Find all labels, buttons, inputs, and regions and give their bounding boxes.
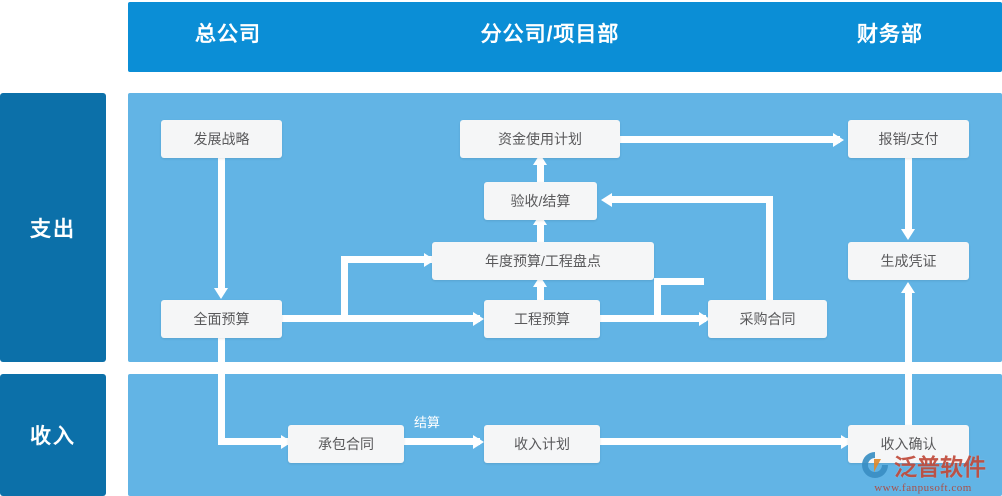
watermark-url: www.fanpusoft.com bbox=[874, 482, 972, 494]
connector-niandu-yanshou bbox=[537, 220, 544, 242]
arrowhead-quanmian-niandu bbox=[424, 253, 435, 267]
connector-chengbao-shouru bbox=[404, 438, 480, 445]
watermark-brand: 泛普软件 bbox=[894, 455, 986, 481]
edge-label-jiesuan: 结算 bbox=[414, 415, 441, 430]
node-shengcheng-pingzheng[interactable]: 生成凭证 bbox=[848, 242, 969, 280]
arrowhead-baoxiao-shengcheng bbox=[901, 229, 915, 240]
node-yanshou-jiesuan[interactable]: 验收/结算 bbox=[484, 182, 597, 220]
arrowhead-gongcheng-caigou bbox=[699, 312, 710, 326]
connector-shouru-queren bbox=[600, 438, 848, 445]
node-baoxiao-zhifu[interactable]: 报销/支付 bbox=[848, 120, 969, 158]
arrowhead-caigou-yanshou bbox=[601, 193, 612, 207]
connector-quanmian-chengbao-vertical bbox=[218, 338, 225, 445]
node-shouru-jihua[interactable]: 收入计划 bbox=[484, 425, 600, 463]
connector-caigou-yanshou-horizontal bbox=[610, 196, 773, 203]
node-fazhan-zhanlue[interactable]: 发展战略 bbox=[161, 120, 282, 158]
connector-queren-shengcheng bbox=[905, 288, 912, 428]
node-niandu-yusuan-gongcheng-pandian[interactable]: 年度预算/工程盘点 bbox=[432, 242, 654, 280]
arrowhead-quanmian-chengbao bbox=[281, 435, 292, 449]
connector-quanmian-gongcheng bbox=[282, 315, 480, 322]
node-gongcheng-yusuan[interactable]: 工程预算 bbox=[484, 300, 600, 338]
arrowhead-chengbao-shouru bbox=[473, 435, 484, 449]
node-quanmian-yusuan[interactable]: 全面预算 bbox=[161, 300, 282, 338]
fanpu-logo-icon bbox=[862, 452, 888, 478]
connector-quanmian-niandu-vertical bbox=[341, 256, 348, 319]
connector-niandu-caigou-horizontal bbox=[654, 278, 704, 285]
arrowhead-shouru-queren bbox=[841, 435, 852, 449]
connector-quanmian-chengbao-horizontal bbox=[218, 438, 288, 445]
connector-gongcheng-niandu bbox=[537, 282, 544, 302]
node-caigou-hetong[interactable]: 采购合同 bbox=[708, 300, 827, 338]
watermark: 泛普软件 www.fanpusoft.com bbox=[848, 440, 998, 494]
row-label-income: 收入 bbox=[0, 374, 106, 496]
arrowhead-fazhan-quanmian bbox=[214, 288, 228, 299]
connector-quanmian-niandu-horizontal bbox=[341, 256, 433, 263]
arrowhead-gongcheng-niandu bbox=[533, 276, 547, 287]
connector-yanshou-zijin bbox=[537, 160, 544, 182]
connector-fazhan-quanmian bbox=[218, 158, 225, 293]
node-zijin-shiyong-jihua[interactable]: 资金使用计划 bbox=[460, 120, 620, 158]
column-header-finance: 财务部 bbox=[857, 23, 923, 46]
row-label-expense: 支出 bbox=[0, 93, 106, 362]
connector-caigou-yanshou-vertical bbox=[766, 196, 773, 302]
connector-niandu-caigou-vertical bbox=[654, 278, 661, 319]
node-chengbao-hetong[interactable]: 承包合同 bbox=[288, 425, 404, 463]
connector-zijin-baoxiao bbox=[620, 136, 840, 143]
arrowhead-zijin-baoxiao bbox=[833, 133, 844, 147]
arrowhead-yanshou-zijin bbox=[533, 154, 547, 165]
connector-baoxiao-shengcheng bbox=[905, 158, 912, 234]
arrowhead-queren-shengcheng bbox=[901, 282, 915, 293]
column-header-bar bbox=[128, 2, 1002, 72]
column-header-branch: 分公司/项目部 bbox=[480, 23, 620, 46]
column-header-hq: 总公司 bbox=[195, 23, 261, 46]
connector-gongcheng-caigou bbox=[600, 315, 706, 322]
arrowhead-quanmian-gongcheng bbox=[473, 312, 484, 326]
